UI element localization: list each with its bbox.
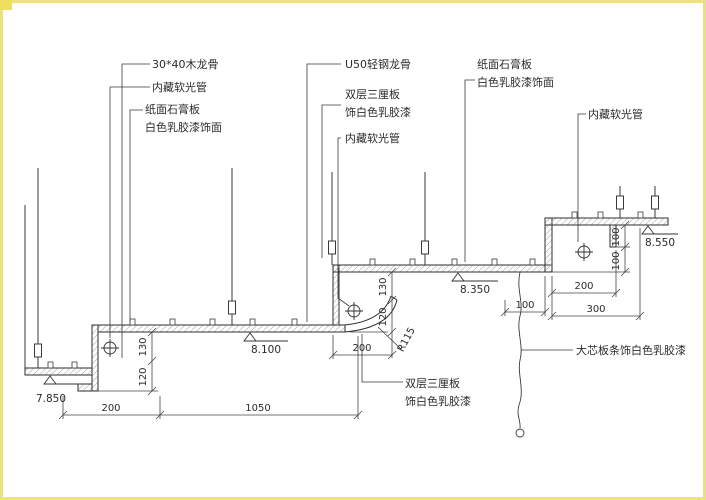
label-core-board: 大芯板条饰白色乳胶漆 — [576, 343, 686, 357]
dim-mid-130: 130 — [378, 277, 389, 296]
ceiling-panels — [24, 217, 669, 392]
elevation-8550: 8.550 — [645, 237, 675, 249]
callout-texts: 30*40木龙骨 内藏软光管 纸面石膏板 白色乳胶漆饰面 U50轻钢龙骨 双层三… — [145, 57, 686, 408]
elevation-texts: 7.850 8.100 8.350 8.550 — [36, 237, 675, 405]
dim-bottom-200: 200 — [101, 403, 120, 414]
light-symbol-right — [575, 243, 593, 261]
label-wood-keel: 30*40木龙骨 — [152, 58, 219, 71]
break-line — [515, 271, 525, 438]
label-gypsum-left-1: 纸面石膏板 — [145, 102, 200, 116]
elevation-8100: 8.100 — [251, 344, 281, 356]
label-soft-light-right: 内藏软光管 — [588, 107, 643, 121]
label-plywood-bottom-1: 双层三厘板 — [405, 376, 460, 390]
label-soft-light-left: 内藏软光管 — [152, 80, 207, 94]
label-steel-keel: U50轻钢龙骨 — [345, 57, 411, 71]
dim-left-120: 120 — [138, 367, 149, 386]
dim-right-200: 200 — [574, 281, 593, 292]
level-markers — [43, 225, 678, 385]
dim-bottom-1050: 1050 — [245, 403, 270, 414]
dim-right-100-h: 100 — [515, 300, 534, 311]
label-plywood-bottom-2: 饰白色乳胶漆 — [405, 394, 471, 408]
label-plywood-mid-1: 双层三厘板 — [345, 87, 400, 101]
dim-right-300: 300 — [586, 304, 605, 315]
callout-leaders — [109, 63, 586, 383]
light-symbol-mid — [345, 302, 363, 320]
label-plywood-mid-2: 饰白色乳胶漆 — [345, 105, 411, 119]
elevation-8350: 8.350 — [460, 284, 490, 296]
dim-mid-120: 120 — [378, 307, 389, 326]
label-gypsum-right-2: 白色乳胶漆饰面 — [477, 75, 554, 89]
cove-light-symbols — [101, 243, 593, 357]
label-soft-light-mid: 内藏软光管 — [345, 131, 400, 145]
label-gypsum-right-1: 纸面石膏板 — [477, 57, 532, 71]
dim-left-130: 130 — [138, 337, 149, 356]
dim-right-100-v1: 100 — [611, 227, 622, 246]
dimension-lines — [58, 220, 645, 420]
dim-right-100-v2: 100 — [611, 251, 622, 270]
label-gypsum-left-2: 白色乳胶漆饰面 — [145, 120, 222, 134]
dim-curve-200: 200 — [352, 343, 371, 354]
hanger-rods — [24, 168, 659, 368]
elevation-7850: 7.850 — [36, 393, 66, 405]
dim-radius-r115: R115 — [396, 326, 418, 354]
keel-section-marks — [47, 211, 644, 369]
dimension-texts: 200 1050 130 120 130 120 200 R115 100 20… — [101, 227, 622, 414]
light-symbol-left — [101, 339, 119, 357]
